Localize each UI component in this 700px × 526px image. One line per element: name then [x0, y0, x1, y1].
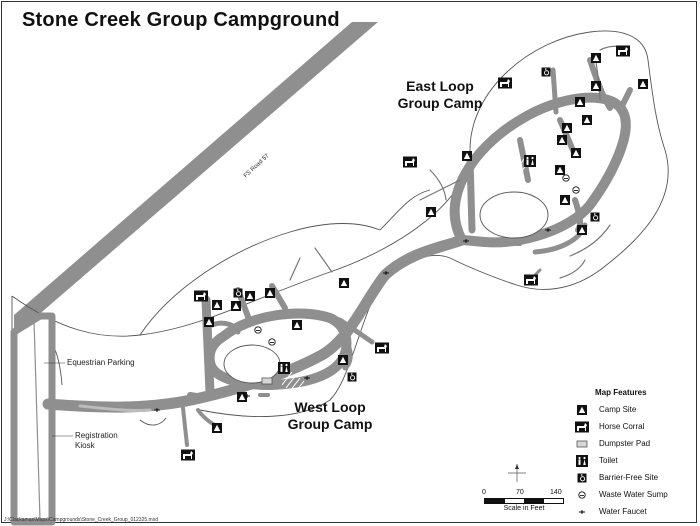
scale-label: Scale in Feet — [503, 505, 545, 512]
scale-tick: 0 — [482, 489, 486, 496]
dumpster-pad-markers — [261, 377, 273, 385]
legend-item-dumpster-pad: Dumpster Pad — [575, 435, 693, 452]
map-title: Stone Creek Group Campground — [22, 9, 340, 31]
waste-water-sump-icon — [572, 186, 580, 194]
horse-corral-icon — [524, 274, 538, 286]
waste-water-sump-icon — [268, 338, 276, 346]
scale-tick: 70 — [516, 489, 524, 496]
legend-item-label: Barrier-Free Site — [599, 473, 659, 482]
camp-site-icon — [231, 301, 241, 311]
toilet-icon — [278, 362, 290, 374]
map-legend: Map Features Camp Site Horse Corral Dump… — [575, 388, 693, 520]
camp-site-icon — [245, 291, 255, 301]
legend-item-label: Toilet — [599, 456, 618, 465]
legend-item-label: Dumpster Pad — [599, 439, 651, 448]
camp-site-icon — [591, 81, 601, 91]
waste-water-sump-icon — [254, 326, 262, 334]
legend-item-label: Water Faucet — [599, 507, 647, 516]
legend-title: Map Features — [595, 388, 647, 397]
toilet-icon — [576, 454, 588, 467]
scale-bar-graphic — [484, 498, 564, 504]
parking-stripes — [281, 149, 529, 395]
legend-item-waste-water-sump: Waste Water Sump — [575, 486, 693, 503]
camp-site-icon — [237, 392, 247, 402]
registration-kiosk-label-line1: Registration — [75, 431, 118, 440]
horse-corral-icon — [575, 421, 589, 432]
legend-item-barrier-free: Barrier-Free Site — [575, 469, 693, 486]
camp-site-icon — [582, 115, 592, 125]
registration-kiosk-label-line2: Kiosk — [75, 441, 95, 450]
legend-item-water-faucet: Water Faucet — [575, 503, 693, 520]
legend-item-camp-site: Camp Site — [575, 401, 693, 418]
label-leaders — [44, 362, 73, 437]
legend-item-horse-corral: Horse Corral — [575, 418, 693, 435]
camp-site-icon — [204, 317, 214, 327]
west-loop-label-line1: West Loop — [294, 399, 366, 415]
camp-site-icon — [591, 53, 601, 63]
fs-road-57 — [14, 22, 378, 336]
scale-bar: 0 70 140 Scale in Feet — [482, 489, 564, 512]
main-access-road — [42, 234, 468, 447]
camp-site-icon — [555, 165, 565, 175]
equestrian-parking-label: Equestrian Parking — [67, 358, 135, 367]
horse-corral-icon — [375, 342, 389, 354]
east-loop-island — [479, 191, 549, 239]
legend-item-label: Camp Site — [599, 405, 637, 414]
camp-site-icon — [462, 151, 472, 161]
west-loop-island — [223, 344, 281, 384]
camp-site-icon — [265, 288, 275, 298]
barrier-free-icon — [577, 472, 587, 483]
water-faucet-icon — [578, 509, 586, 514]
equestrian-parking-area — [10, 312, 56, 526]
camp-site-icon — [426, 207, 436, 217]
west-loop-label: West Loop Group Camp — [284, 399, 376, 433]
camp-site-icon — [562, 123, 572, 133]
west-loop-label-line2: Group Camp — [287, 416, 373, 432]
horse-corral-icon — [616, 45, 630, 57]
camp-site-icon — [212, 423, 222, 433]
toilet-icon — [524, 155, 536, 167]
horse-corral-icon — [194, 290, 208, 302]
legend-item-label: Waste Water Sump — [599, 490, 668, 499]
east-loop-label-line1: East Loop — [406, 78, 474, 94]
legend-item-label: Horse Corral — [599, 422, 645, 431]
waste-water-sump-icon — [578, 490, 586, 499]
north-arrow-icon — [508, 464, 526, 482]
east-loop-label: East Loop Group Camp — [394, 78, 486, 112]
camp-site-icon — [571, 148, 581, 158]
barrier-free-icon — [590, 212, 600, 222]
dumpster-pad-icon — [576, 440, 588, 447]
barrier-free-icon — [233, 288, 243, 298]
east-loop-label-line2: Group Camp — [397, 95, 483, 111]
file-path-text: J:\Clackamas\Maps\Campgrounds\Stone_Cree… — [4, 517, 158, 523]
camp-site-icon — [557, 135, 567, 145]
horse-corral-icon — [181, 449, 195, 461]
registration-kiosk-label: Registration Kiosk — [75, 431, 118, 451]
camp-site-icon — [338, 355, 348, 365]
camp-site-icon — [575, 97, 585, 107]
waste-water-sump-icon — [562, 174, 570, 182]
camp-site-icon — [212, 300, 222, 310]
scale-ticks: 0 70 140 — [482, 489, 564, 498]
camp-site-icon — [339, 278, 349, 288]
horse-corral-icon — [403, 156, 417, 168]
camp-site-icon — [638, 79, 648, 89]
legend-item-toilet: Toilet — [575, 452, 693, 469]
horse-corral-icon — [498, 77, 512, 89]
scale-tick: 140 — [550, 489, 562, 496]
dumpster-pad-icon — [261, 377, 273, 385]
barrier-free-icon — [541, 67, 551, 77]
camp-site-icon — [292, 320, 302, 330]
camp-site-icon — [577, 404, 587, 415]
camp-site-icon — [560, 195, 570, 205]
camp-site-icon — [577, 225, 587, 235]
barrier-free-icon — [347, 372, 357, 382]
